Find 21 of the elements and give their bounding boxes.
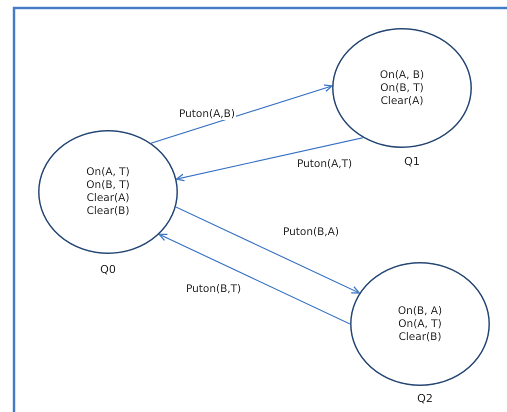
state-condition: Clear(A) xyxy=(86,192,130,205)
edge-label: Puton(A,T) xyxy=(296,158,354,170)
state-condition: On(B, T) xyxy=(380,82,424,94)
state-condition: On(B, T) xyxy=(86,179,130,192)
arrow xyxy=(176,137,363,182)
state-label: Q2 xyxy=(417,392,433,405)
state-condition: Clear(B) xyxy=(86,205,130,218)
arrow xyxy=(158,234,350,325)
state-condition: On(B, A) xyxy=(398,304,442,318)
arrow xyxy=(150,84,333,144)
edge-label: Puton(A,B) xyxy=(178,108,236,120)
state-condition: Clear(B) xyxy=(398,330,442,344)
state-condition: On(A, T) xyxy=(86,166,130,179)
state-label: Q0 xyxy=(100,263,116,276)
state-condition: On(A, T) xyxy=(398,318,442,330)
state-label: Q1 xyxy=(404,155,420,168)
state-condition: Clear(A) xyxy=(380,94,424,108)
edge-label: Puton(B,T) xyxy=(185,283,242,295)
state-condition: On(A, B) xyxy=(380,68,424,82)
arrow xyxy=(176,206,360,294)
edge-label: Puton(B,A) xyxy=(282,226,340,238)
